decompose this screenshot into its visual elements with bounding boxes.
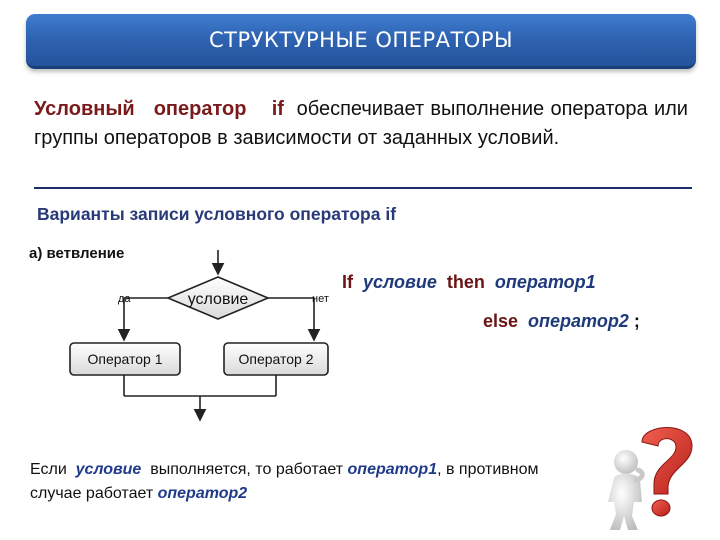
no-branch-line — [268, 298, 314, 340]
intro-paragraph: Условный оператор if обеспечивает выполн… — [34, 95, 688, 153]
note-term-operator2: оператор2 — [158, 485, 248, 502]
code-condition: условие — [363, 272, 437, 292]
yes-label: да — [118, 293, 131, 305]
operator1-text: Оператор 1 — [87, 351, 162, 367]
code-operator1: оператор1 — [495, 272, 596, 292]
explanation-note: Если условие выполняется, то работает оп… — [30, 458, 590, 506]
page-title: СТРУКТУРНЫЕ ОПЕРАТОРЫ — [209, 28, 513, 52]
divider — [34, 187, 692, 189]
intro-keyword-if: if — [272, 98, 284, 120]
code-line-if: If условие then оператор1 — [342, 272, 596, 293]
code-else-keyword: else — [483, 311, 528, 331]
no-label: нет — [312, 293, 329, 305]
note-term-condition: условие — [76, 461, 142, 478]
intro-lead: Условный оператор — [34, 98, 272, 120]
code-if-keyword: If — [342, 272, 363, 292]
operator2-text: Оператор 2 — [238, 351, 313, 367]
yes-branch-line — [124, 298, 168, 340]
note-text-2: выполняется, то работает — [141, 461, 347, 478]
flowchart: условие да нет Оператор 1 Оператор 2 — [60, 250, 330, 440]
code-operator2: оператор2 — [528, 311, 629, 331]
title-banner: СТРУКТУРНЫЕ ОПЕРАТОРЫ — [26, 14, 696, 69]
code-then-keyword: then — [437, 272, 495, 292]
code-semicolon: ; — [629, 311, 640, 331]
code-line-else: else оператор2 ; — [483, 311, 640, 332]
note-term-operator1: оператор1 — [348, 461, 438, 478]
condition-text: условие — [188, 291, 249, 308]
note-text-1: Если — [30, 461, 76, 478]
section-subtitle: Варианты записи условного оператора if — [37, 204, 396, 225]
thinking-figure-question-icon — [604, 416, 700, 534]
